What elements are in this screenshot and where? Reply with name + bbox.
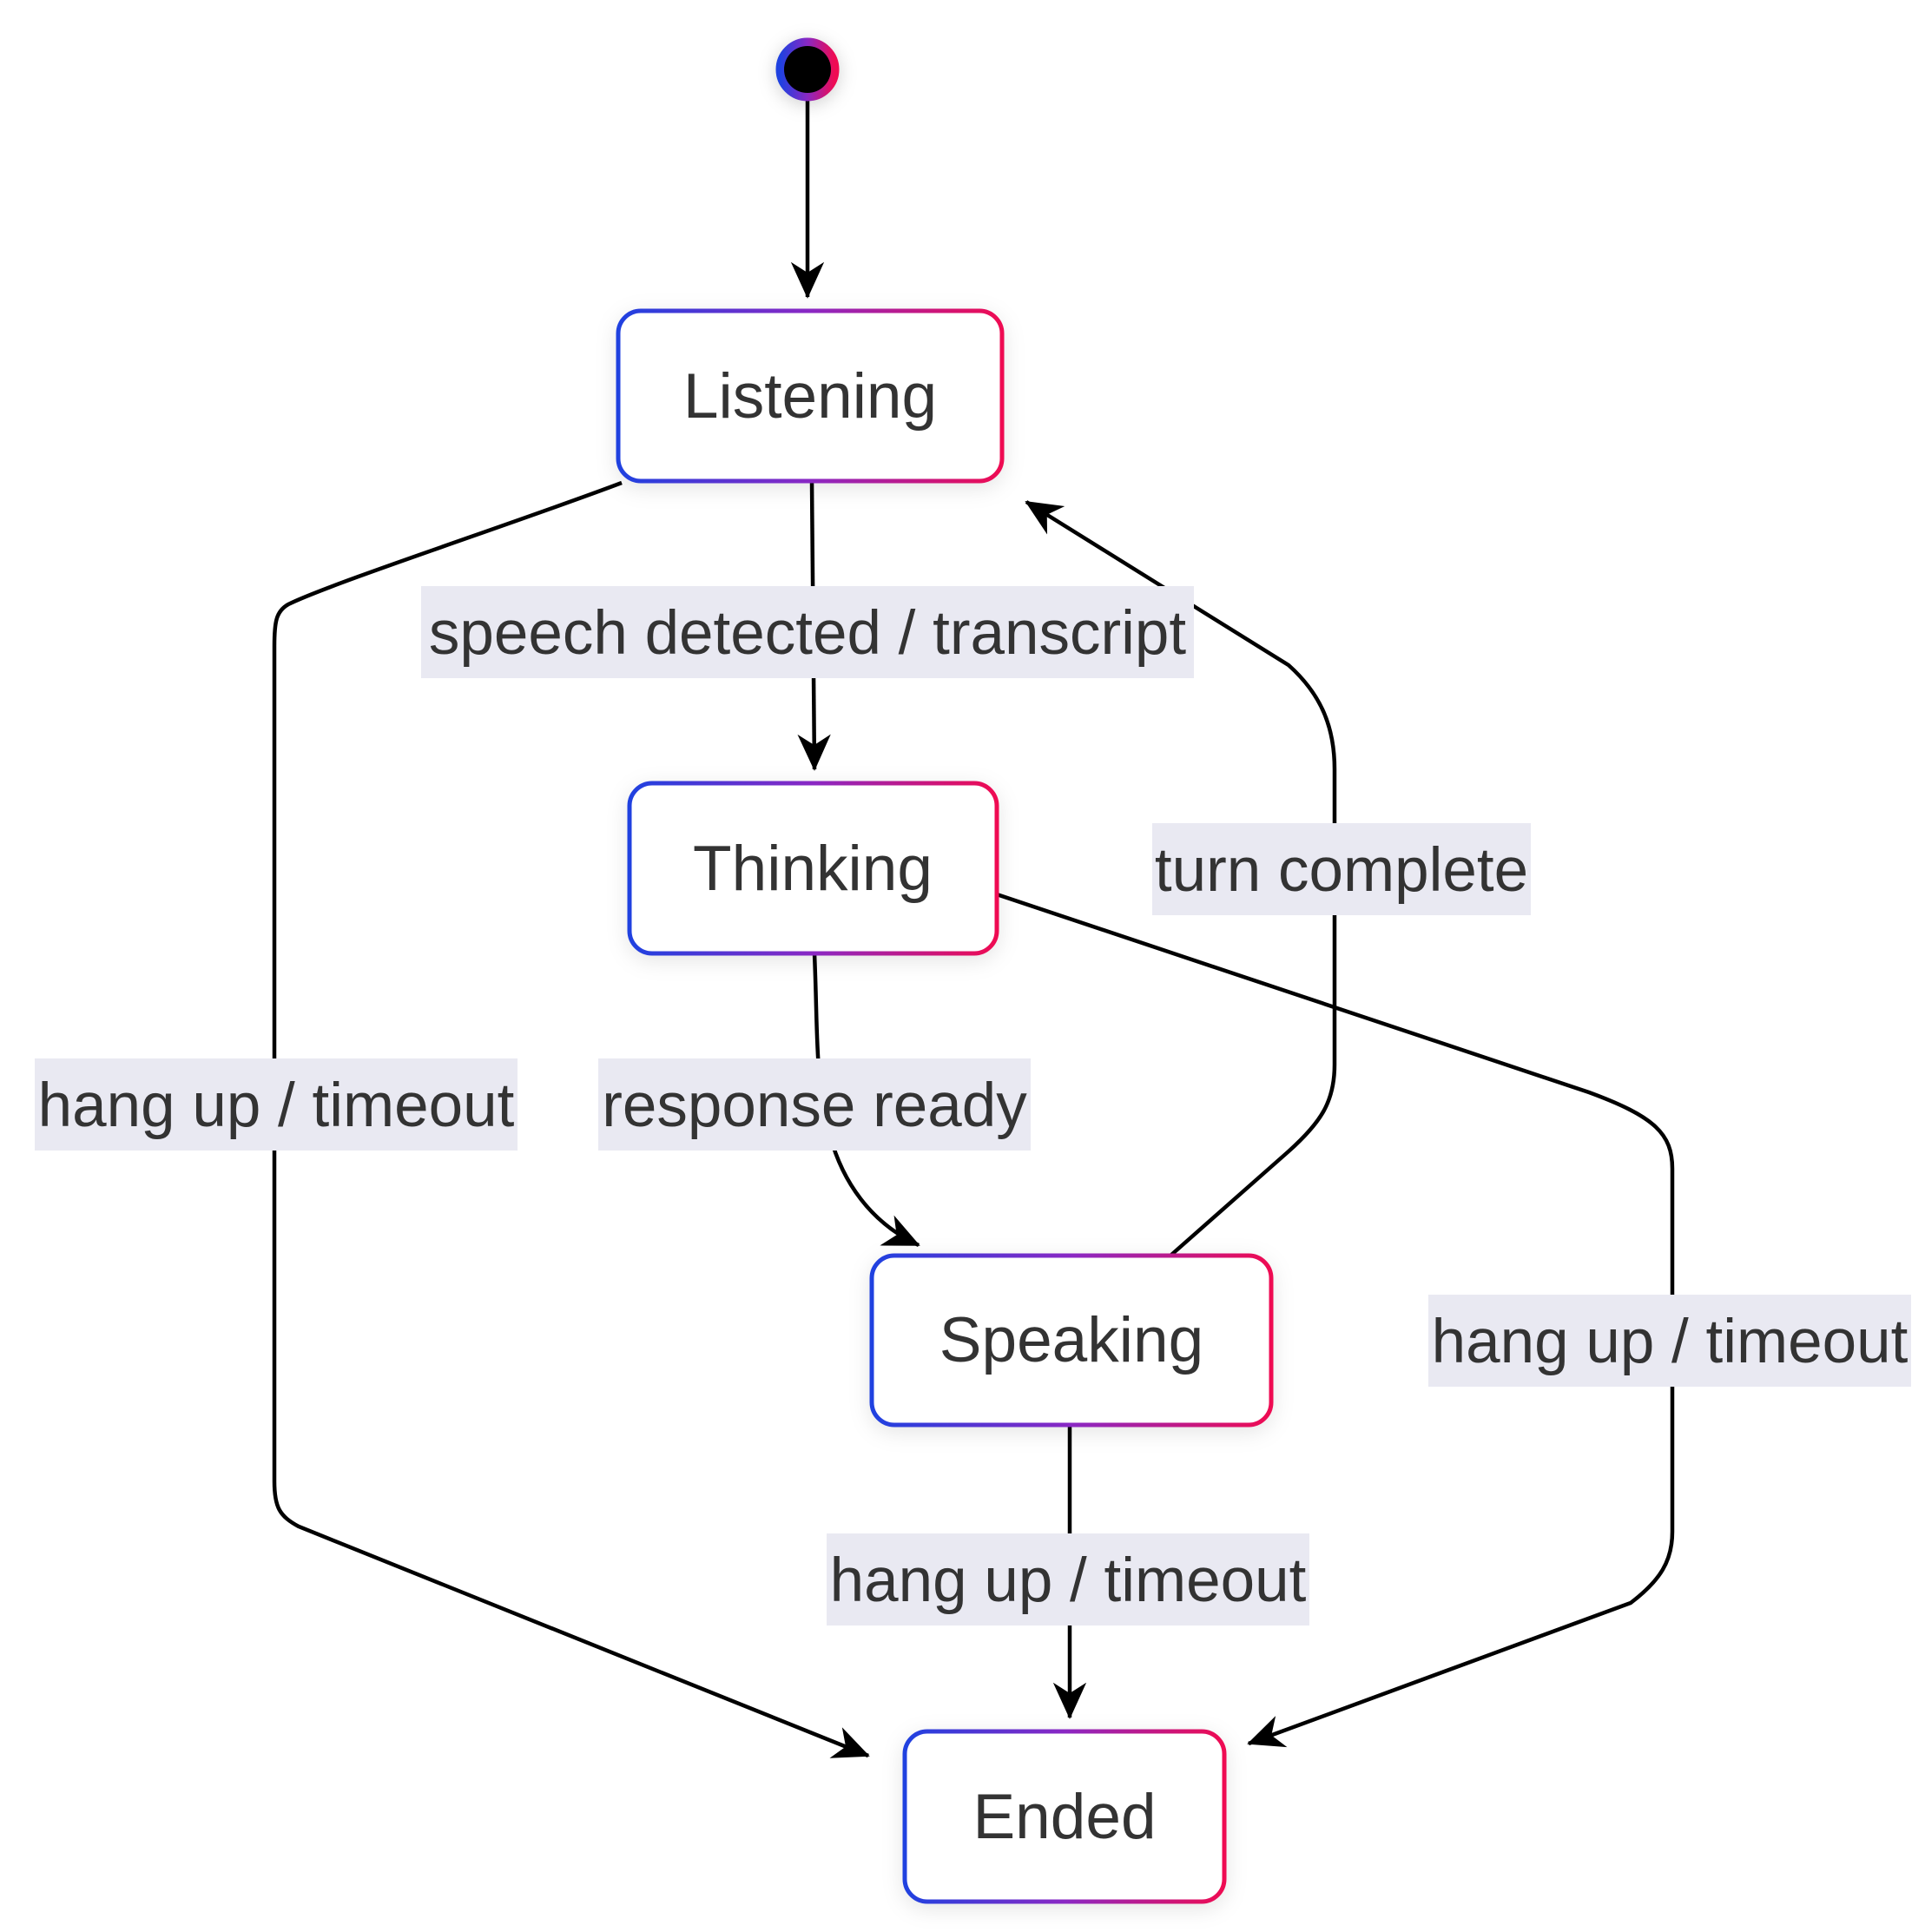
- edge-label-text: speech detected / transcript: [429, 599, 1186, 668]
- edge-label-bg: [827, 1533, 1309, 1625]
- edge-thinking-to-ended: [996, 892, 1675, 1748]
- state-node-label: Speaking: [939, 1305, 1203, 1375]
- edge-label-text: response ready: [602, 1072, 1027, 1140]
- edge-label-bg: [421, 586, 1194, 678]
- edge-label-hangup-right: hang up / timeout: [1428, 1295, 1911, 1387]
- edge-label-bg: [1428, 1295, 1911, 1387]
- initial-state-ring: [775, 37, 840, 102]
- edge-label-bg: [35, 1058, 518, 1151]
- state-node-label: Listening: [683, 361, 937, 432]
- edge-label-hangup-left: hang up / timeout: [35, 1058, 518, 1151]
- edge-label-text: hang up / timeout: [830, 1546, 1307, 1615]
- edge-speaking-to-listening: [1025, 500, 1337, 1257]
- state-node-listening: Listening: [616, 308, 1005, 484]
- state-node-label: Thinking: [693, 834, 933, 904]
- state-node-box: [616, 308, 1005, 484]
- state-node-speaking: Speaking: [869, 1253, 1274, 1428]
- edge-label-text: hang up / timeout: [38, 1072, 515, 1140]
- state-node-box: [869, 1253, 1274, 1428]
- edge-listening-to-ended: [272, 480, 870, 1758]
- edge-label-response-ready: response ready: [598, 1058, 1031, 1151]
- edge-label-hangup-bottom: hang up / timeout: [827, 1533, 1309, 1625]
- edge-label-speech-detected: speech detected / transcript: [421, 586, 1194, 678]
- state-node-box: [627, 781, 999, 956]
- edge-label-bg: [598, 1058, 1031, 1151]
- state-node-box: [902, 1729, 1227, 1904]
- edge-label-text: turn complete: [1155, 836, 1528, 905]
- state-node-ended: Ended: [902, 1729, 1227, 1904]
- initial-state-icon: [775, 37, 840, 102]
- initial-state-core: [784, 46, 831, 93]
- state-node-label: Ended: [972, 1782, 1156, 1852]
- state-node-thinking: Thinking: [627, 781, 999, 956]
- edge-label-bg: [1152, 823, 1531, 915]
- edge-label-text: hang up / timeout: [1432, 1308, 1909, 1376]
- edge-label-turn-complete: turn complete: [1152, 823, 1531, 915]
